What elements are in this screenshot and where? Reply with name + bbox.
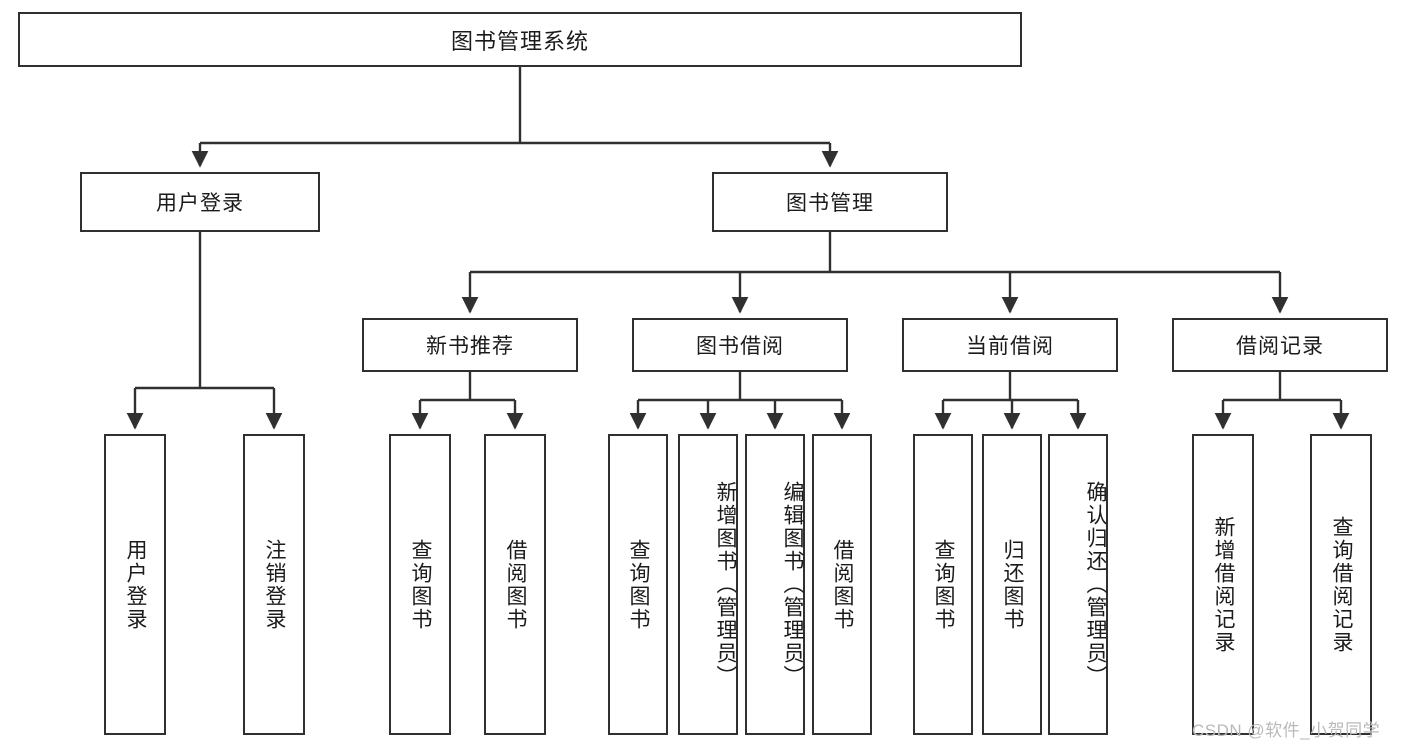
node-book-borrow[interactable]: 图书借阅 xyxy=(632,318,848,372)
node-book-manage[interactable]: 图书管理 xyxy=(712,172,948,232)
leaf-user-logout[interactable]: 注销登录 xyxy=(243,434,305,735)
leaf-return-book-label: 归还图书 xyxy=(1001,538,1025,631)
node-borrow-record-label: 借阅记录 xyxy=(1236,335,1324,358)
leaf-add-borrow-record[interactable]: 新增借阅记录 xyxy=(1192,434,1254,735)
leaf-edit-book[interactable]: 编辑图书（管理员） xyxy=(745,434,805,735)
leaf-add-book-label: 新增图书（管理员） xyxy=(714,481,737,688)
leaf-edit-book-label: 编辑图书（管理员） xyxy=(781,481,804,688)
node-borrow-record[interactable]: 借阅记录 xyxy=(1172,318,1388,372)
node-book-borrow-label: 图书借阅 xyxy=(696,335,784,358)
leaf-query-book-recommend-label: 查询图书 xyxy=(409,538,433,631)
leaf-confirm-return[interactable]: 确认归还（管理员） xyxy=(1048,434,1108,735)
node-new-book-recommend[interactable]: 新书推荐 xyxy=(362,318,578,372)
node-current-borrow-label: 当前借阅 xyxy=(966,335,1054,358)
leaf-user-logout-label: 注销登录 xyxy=(263,538,287,631)
leaf-return-book[interactable]: 归还图书 xyxy=(982,434,1042,735)
leaf-add-borrow-record-label: 新增借阅记录 xyxy=(1212,515,1236,654)
leaf-query-borrow-record-label: 查询借阅记录 xyxy=(1330,515,1354,654)
node-root-label: 图书管理系统 xyxy=(450,28,589,54)
node-book-manage-label: 图书管理 xyxy=(786,192,874,215)
csdn-watermark: CSDN @软件_小贺同学 xyxy=(1192,721,1381,740)
leaf-query-book-borrow[interactable]: 查询图书 xyxy=(608,434,668,735)
leaf-query-book-current-label: 查询图书 xyxy=(932,538,956,631)
node-new-book-recommend-label: 新书推荐 xyxy=(426,335,514,358)
leaf-user-login[interactable]: 用户登录 xyxy=(104,434,166,735)
leaf-borrow-book[interactable]: 借阅图书 xyxy=(812,434,872,735)
leaf-borrow-book-recommend[interactable]: 借阅图书 xyxy=(484,434,546,735)
leaf-user-login-label: 用户登录 xyxy=(124,538,148,631)
leaf-query-borrow-record[interactable]: 查询借阅记录 xyxy=(1310,434,1372,735)
node-current-borrow[interactable]: 当前借阅 xyxy=(902,318,1118,372)
leaf-query-book-borrow-label: 查询图书 xyxy=(627,538,651,631)
node-root[interactable]: 图书管理系统 xyxy=(18,12,1022,67)
leaf-add-book[interactable]: 新增图书（管理员） xyxy=(678,434,738,735)
leaf-borrow-book-recommend-label: 借阅图书 xyxy=(504,538,528,631)
node-user-login-label: 用户登录 xyxy=(156,192,244,215)
leaf-borrow-book-label: 借阅图书 xyxy=(831,538,855,631)
leaf-query-book-current[interactable]: 查询图书 xyxy=(913,434,973,735)
leaf-confirm-return-label: 确认归还（管理员） xyxy=(1084,481,1107,688)
leaf-query-book-recommend[interactable]: 查询图书 xyxy=(389,434,451,735)
node-user-login[interactable]: 用户登录 xyxy=(80,172,320,232)
